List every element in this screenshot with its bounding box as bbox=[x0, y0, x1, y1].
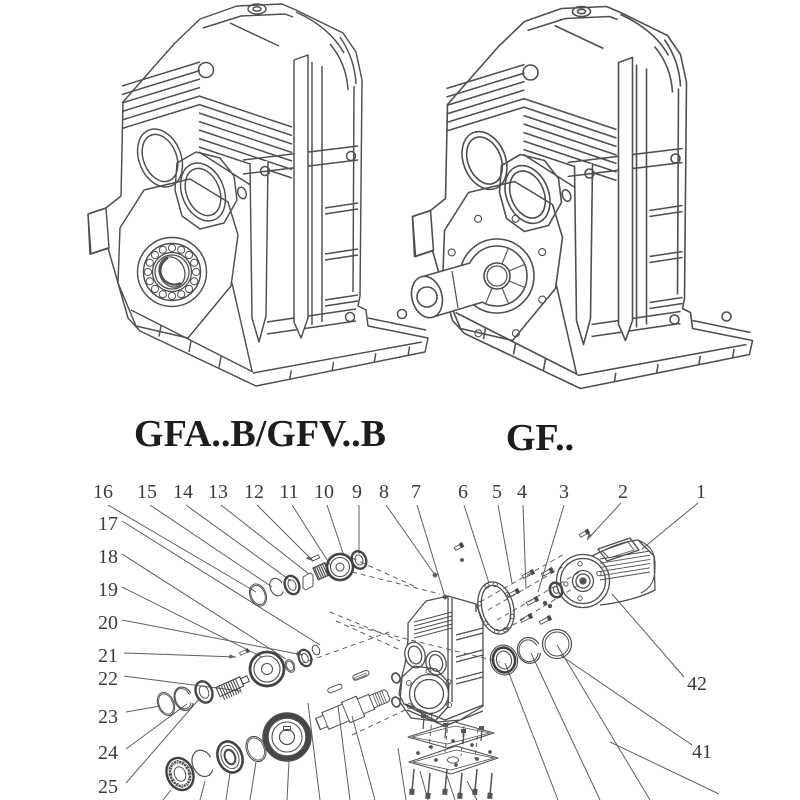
svg-text:7: 7 bbox=[411, 481, 421, 503]
svg-text:42: 42 bbox=[687, 673, 707, 695]
svg-text:18: 18 bbox=[98, 546, 118, 568]
svg-text:GFA..B/GFV..B: GFA..B/GFV..B bbox=[134, 413, 386, 455]
svg-text:2: 2 bbox=[618, 481, 628, 503]
svg-text:3: 3 bbox=[559, 481, 569, 503]
svg-text:20: 20 bbox=[98, 612, 118, 634]
svg-text:13: 13 bbox=[208, 481, 228, 503]
svg-text:19: 19 bbox=[98, 579, 118, 601]
svg-text:24: 24 bbox=[98, 742, 118, 764]
svg-text:8: 8 bbox=[379, 481, 389, 503]
svg-text:1: 1 bbox=[696, 481, 706, 503]
svg-text:23: 23 bbox=[98, 706, 118, 728]
svg-text:6: 6 bbox=[458, 481, 468, 503]
svg-text:21: 21 bbox=[98, 645, 118, 667]
svg-text:22: 22 bbox=[98, 668, 118, 690]
svg-text:12: 12 bbox=[244, 481, 264, 503]
svg-text:41: 41 bbox=[692, 741, 712, 763]
svg-text:17: 17 bbox=[98, 513, 118, 535]
svg-text:15: 15 bbox=[137, 481, 157, 503]
svg-text:5: 5 bbox=[492, 481, 502, 503]
svg-text:16: 16 bbox=[93, 481, 113, 503]
svg-text:25: 25 bbox=[98, 776, 118, 798]
svg-text:4: 4 bbox=[517, 481, 527, 503]
svg-text:10: 10 bbox=[314, 481, 334, 503]
svg-text:11: 11 bbox=[279, 481, 298, 503]
svg-text:9: 9 bbox=[352, 481, 362, 503]
svg-text:14: 14 bbox=[173, 481, 193, 503]
svg-text:GF..: GF.. bbox=[506, 417, 574, 459]
